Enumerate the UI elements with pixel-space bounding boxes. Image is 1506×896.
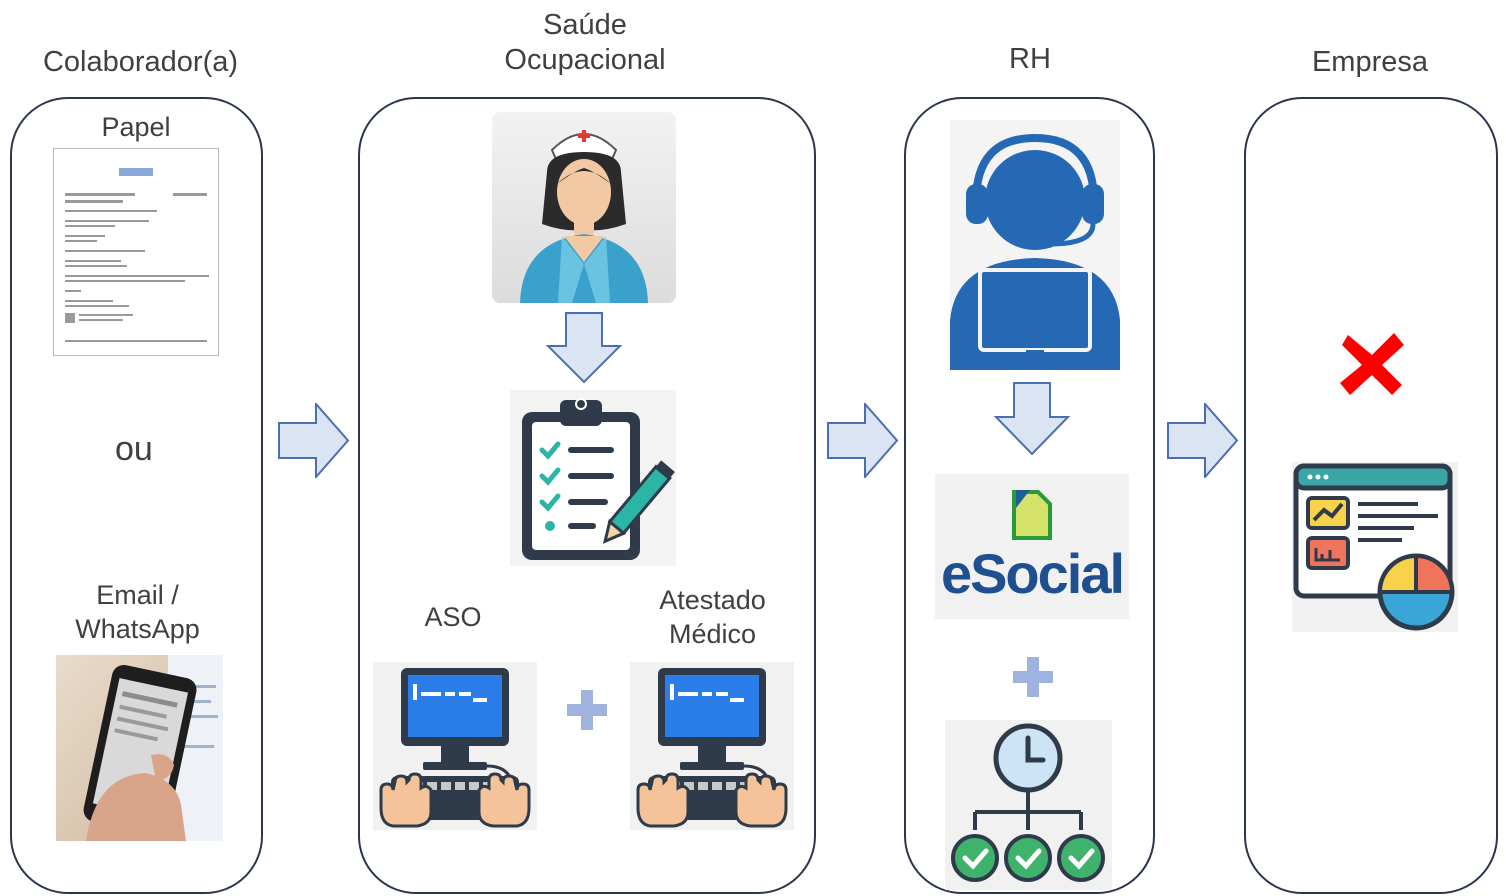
headset-operator-icon <box>950 120 1120 370</box>
title-colaborador: Colaborador(a) <box>42 46 239 78</box>
title-empresa: Empresa <box>1311 46 1429 78</box>
papel-label: Papel <box>101 112 171 142</box>
flow-arrow-2 <box>827 403 899 478</box>
flow-arrow-3 <box>1167 403 1239 478</box>
title-saude-line1: Saúde <box>543 9 627 41</box>
computer-typing-icon-aso <box>373 662 537 830</box>
computer-typing-icon-atestado <box>630 662 794 830</box>
aso-label: ASO <box>424 602 482 632</box>
title-saude-ocupacional: Saúde Ocupacional <box>480 8 690 78</box>
email-label-line1: Email / <box>96 580 179 610</box>
down-arrow-saude <box>546 312 622 384</box>
smartphone-photo-icon <box>56 655 223 841</box>
email-label-line2: WhatsApp <box>75 614 200 644</box>
title-saude-line2: Ocupacional <box>504 44 666 76</box>
flow-arrow-1 <box>278 403 350 478</box>
paper-document-icon <box>53 148 219 356</box>
clipboard-checklist-icon <box>510 390 676 566</box>
esocial-logo: eSocial <box>935 474 1129 619</box>
down-arrow-rh <box>994 382 1070 456</box>
close-x-icon <box>1340 333 1404 395</box>
esocial-label: eSocial <box>940 542 1125 605</box>
plus-icon-saude <box>566 689 608 731</box>
ou-label: ou <box>115 430 153 468</box>
nurse-icon <box>492 112 676 303</box>
atestado-label-line1: Atestado <box>659 585 766 615</box>
email-whatsapp-label: Email / WhatsApp <box>40 578 235 646</box>
dashboard-analytics-icon <box>1292 462 1458 632</box>
atestado-label-line2: Médico <box>668 619 757 649</box>
clock-hierarchy-icon <box>945 720 1112 890</box>
plus-icon-rh <box>1012 656 1054 698</box>
atestado-medico-label: Atestado Médico <box>630 583 795 651</box>
title-rh: RH <box>1009 43 1051 75</box>
